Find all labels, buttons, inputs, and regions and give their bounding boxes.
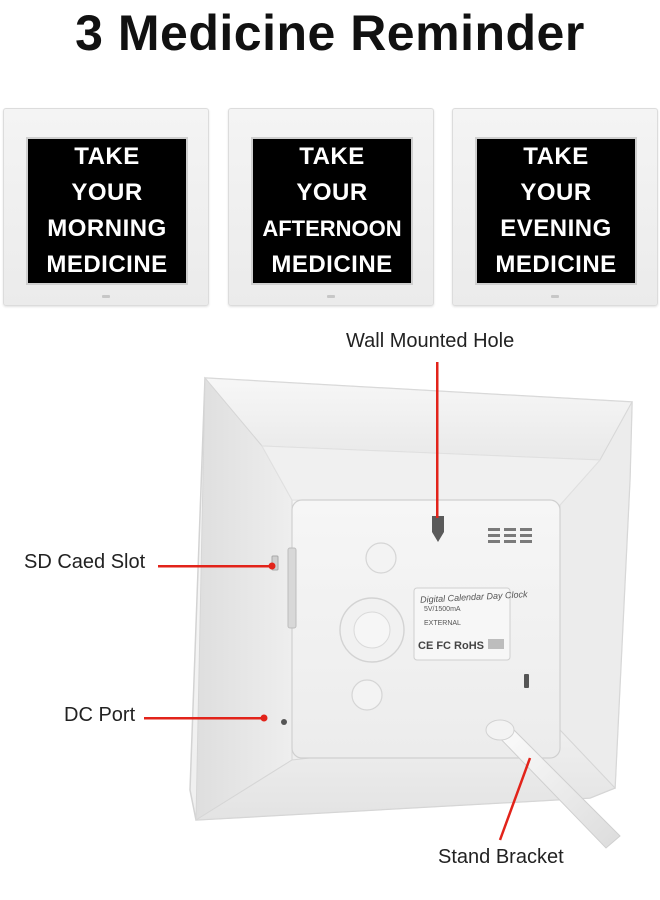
frame-button bbox=[551, 295, 559, 298]
annotation-dc-port: DC Port bbox=[64, 704, 136, 726]
device-label-line4: CE FC RoHS bbox=[418, 640, 484, 652]
annotation-sd-card-slot: SD Caed Slot bbox=[24, 551, 146, 573]
screen-text-line: MORNING bbox=[47, 215, 167, 242]
sd-card-slot bbox=[287, 547, 297, 629]
screen-text-line: YOUR bbox=[520, 179, 592, 206]
screen-text-line: MEDICINE bbox=[271, 251, 393, 278]
wall-hole-pointer bbox=[436, 362, 439, 518]
device-label-line2: 5V/1500mA bbox=[424, 606, 461, 613]
reminder-frame-morning: TAKE YOUR MORNING MEDICINE bbox=[3, 108, 209, 306]
stand-pointer bbox=[498, 757, 532, 841]
frame-button bbox=[327, 295, 335, 298]
reminder-frame-afternoon: TAKE YOUR AFTERNOON MEDICINE bbox=[228, 108, 434, 306]
device-label-line3: EXTERNAL bbox=[424, 620, 461, 627]
annotation-wall-mounted-hole: Wall Mounted Hole bbox=[346, 330, 515, 352]
screen-text-line: AFTERNOON bbox=[262, 216, 402, 241]
screen-text-line: EVENING bbox=[500, 215, 612, 242]
reminder-screen: TAKE YOUR AFTERNOON MEDICINE bbox=[251, 137, 413, 285]
reminder-screen: TAKE YOUR MORNING MEDICINE bbox=[26, 137, 188, 285]
top-button bbox=[365, 542, 397, 574]
device-label-plate bbox=[413, 587, 511, 661]
screen-text-line: MEDICINE bbox=[495, 251, 617, 278]
dc-port-hole bbox=[281, 719, 287, 725]
annotation-stand-bracket: Stand Bracket bbox=[438, 846, 564, 868]
device-back-view bbox=[144, 362, 633, 849]
frame-inner-well bbox=[261, 445, 602, 506]
screen-text-line: YOUR bbox=[296, 179, 368, 206]
bottom-button bbox=[351, 679, 383, 711]
screen-text-line: MEDICINE bbox=[46, 251, 168, 278]
screen-text-line: TAKE bbox=[523, 143, 589, 170]
screen-text-line: TAKE bbox=[74, 143, 140, 170]
screen-text-line: YOUR bbox=[71, 179, 143, 206]
reminder-frame-evening: TAKE YOUR EVENING MEDICINE bbox=[452, 108, 658, 306]
dpad-center bbox=[353, 611, 391, 649]
dc-port-pointer bbox=[144, 717, 264, 720]
stand-bracket-base bbox=[485, 719, 515, 741]
sd-slot-pointer-dot bbox=[268, 562, 276, 570]
frame-button bbox=[102, 295, 110, 298]
reminder-screen: TAKE YOUR EVENING MEDICINE bbox=[475, 137, 637, 285]
right-slot bbox=[524, 674, 529, 688]
page-title: 3 Medicine Reminder bbox=[75, 5, 585, 61]
screen-text-line: TAKE bbox=[299, 143, 365, 170]
vent-slots bbox=[488, 528, 532, 543]
sd-slot-pointer bbox=[158, 565, 272, 568]
wall-mount-hole bbox=[432, 516, 444, 542]
dc-port-pointer-dot bbox=[260, 714, 268, 722]
